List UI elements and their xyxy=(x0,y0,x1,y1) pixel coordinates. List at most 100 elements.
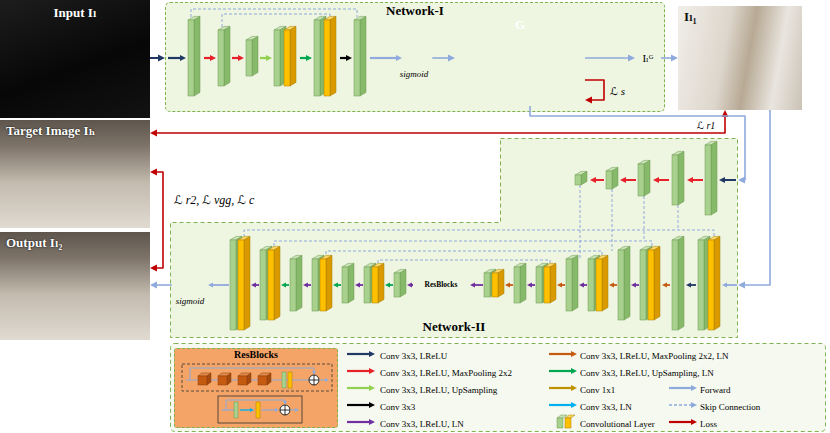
input-image: Input Iₗ xyxy=(0,0,150,118)
node-label: sigmoid xyxy=(400,69,429,79)
legend-swatch xyxy=(668,382,698,394)
node-label: G xyxy=(515,18,525,33)
sigmoid-unit: sigmoid xyxy=(396,47,433,81)
connector-line xyxy=(150,57,160,59)
loss-label: ℒ r1 xyxy=(695,120,718,131)
arrow-head xyxy=(671,55,678,62)
connector-line xyxy=(155,172,163,268)
arrow-head xyxy=(571,402,577,408)
arrow-head xyxy=(369,368,375,374)
legend-swatch xyxy=(548,399,578,411)
arrow-head xyxy=(369,351,375,357)
arrow-head xyxy=(738,177,745,184)
legend-swatch xyxy=(668,416,698,428)
legend-panel xyxy=(171,344,826,432)
legend-swatch xyxy=(346,382,376,394)
node-label: Network-I xyxy=(386,4,444,19)
legend-entry: Convolutional Layer xyxy=(580,413,655,431)
legend-entry: Conv 3x3, LReLU, MaxPooling 2x2, LN xyxy=(580,345,729,363)
layer-front xyxy=(557,418,563,428)
legend-swatch xyxy=(548,348,578,360)
legend-entry: Conv 3x3, LReLU, UpSampling, LN xyxy=(580,362,714,380)
legend-text: Conv 3x3, LReLU, LN xyxy=(380,419,464,429)
legend-entry: Conv 3x3, LReLU, MaxPooling 2x2 xyxy=(380,362,512,380)
guidance-map: G xyxy=(455,14,585,106)
edge-label-box: ℒ r2, ℒ vgg, ℒ c xyxy=(172,190,256,208)
connector-line xyxy=(743,110,770,285)
legend-swatch xyxy=(668,399,698,411)
node-label: Iₗᴳ xyxy=(642,52,653,65)
arrow-head xyxy=(722,110,729,117)
arrow-head xyxy=(150,282,157,289)
operator-circle: Iₗᴳ xyxy=(635,45,661,71)
legend-text: Conv 3x3, LReLU, MaxPooling 2x2 xyxy=(380,368,512,378)
legend-swatch xyxy=(548,382,578,394)
legend-text: Convolutional Layer xyxy=(580,419,655,429)
panel-shape xyxy=(171,139,738,338)
arrow-head xyxy=(691,385,697,391)
arrow-head xyxy=(158,55,165,62)
arrow-line xyxy=(347,404,370,406)
arrow-line xyxy=(669,421,692,423)
legend-swatch xyxy=(346,348,376,360)
node-label: Target Image Iₕ xyxy=(6,124,95,139)
node-label: Output Iₗ₂ xyxy=(6,236,62,251)
legend-text: Loss xyxy=(700,419,717,429)
legend-entry: Conv 3x3, LReLU, UpSampling xyxy=(380,379,497,397)
node-label: ResBlocks xyxy=(234,349,278,361)
arrow-head xyxy=(150,169,157,176)
layer-front xyxy=(565,418,571,428)
arrow-head xyxy=(571,368,577,374)
legend-entry: Skip Connection xyxy=(700,396,760,414)
arrow-line xyxy=(549,387,572,389)
arrow-line xyxy=(549,353,572,355)
loss-label: ℒ r2, ℒ vgg, ℒ c xyxy=(172,193,256,207)
legend-entry: Conv 1x1 xyxy=(580,379,615,397)
resblock-legend-box: ResBlocks xyxy=(174,348,338,428)
node-fill xyxy=(165,2,665,112)
legend-swatch xyxy=(548,416,578,428)
legend-text: Conv 1x1 xyxy=(580,385,615,395)
edge-label-box: ℒ r1 xyxy=(695,115,718,133)
legend-swatch xyxy=(346,365,376,377)
loss-label: ℒ s xyxy=(608,85,627,97)
network-panel: Network-I sigmoid G Iₗᴳ xyxy=(165,2,665,112)
dashed-sample xyxy=(669,404,691,405)
arrow-head xyxy=(369,419,375,425)
node-label: ResBlocks xyxy=(425,281,458,290)
target-image: Target Image Iₕ xyxy=(0,120,150,228)
legend-entry: Conv 3x3, LReLU xyxy=(380,345,447,363)
output-image: Output Iₗ₂ xyxy=(0,232,150,340)
legend-entry: Conv 3x3, LN xyxy=(580,396,632,414)
legend-entry: Loss xyxy=(700,413,717,431)
legend-entry: Conv 3x3 xyxy=(380,396,415,414)
arrow-line xyxy=(549,404,572,406)
connector xyxy=(150,169,163,272)
arrow-line xyxy=(347,421,370,423)
arrow-line xyxy=(347,370,370,372)
arrow-head xyxy=(369,385,375,391)
connector xyxy=(150,110,729,137)
arrow-line xyxy=(347,387,370,389)
arrow-head xyxy=(691,402,697,408)
legend-text: Conv 3x3, LReLU, UpSampling, LN xyxy=(580,368,714,378)
legend-swatch xyxy=(548,365,578,377)
arrow-head xyxy=(571,385,577,391)
arrow-line xyxy=(347,353,370,355)
legend-swatch xyxy=(346,416,376,428)
arrow-head xyxy=(691,419,697,425)
legend-text: Conv 3x3, LReLU xyxy=(380,351,447,361)
edge-label-box: ℒ s xyxy=(608,81,627,99)
arrow-head xyxy=(150,130,157,137)
result-image: Iₗ₁ xyxy=(678,6,802,110)
legend-text: Conv 3x3 xyxy=(380,402,415,412)
arrow-head xyxy=(738,282,745,289)
node-label: Network-II xyxy=(423,320,486,335)
legend-swatch xyxy=(346,399,376,411)
sigmoid-unit: sigmoid xyxy=(172,274,209,308)
legend-text: Forward xyxy=(700,385,731,395)
legend-entry: Forward xyxy=(700,379,731,397)
connector xyxy=(150,55,165,62)
node-label: sigmoid xyxy=(176,296,205,306)
